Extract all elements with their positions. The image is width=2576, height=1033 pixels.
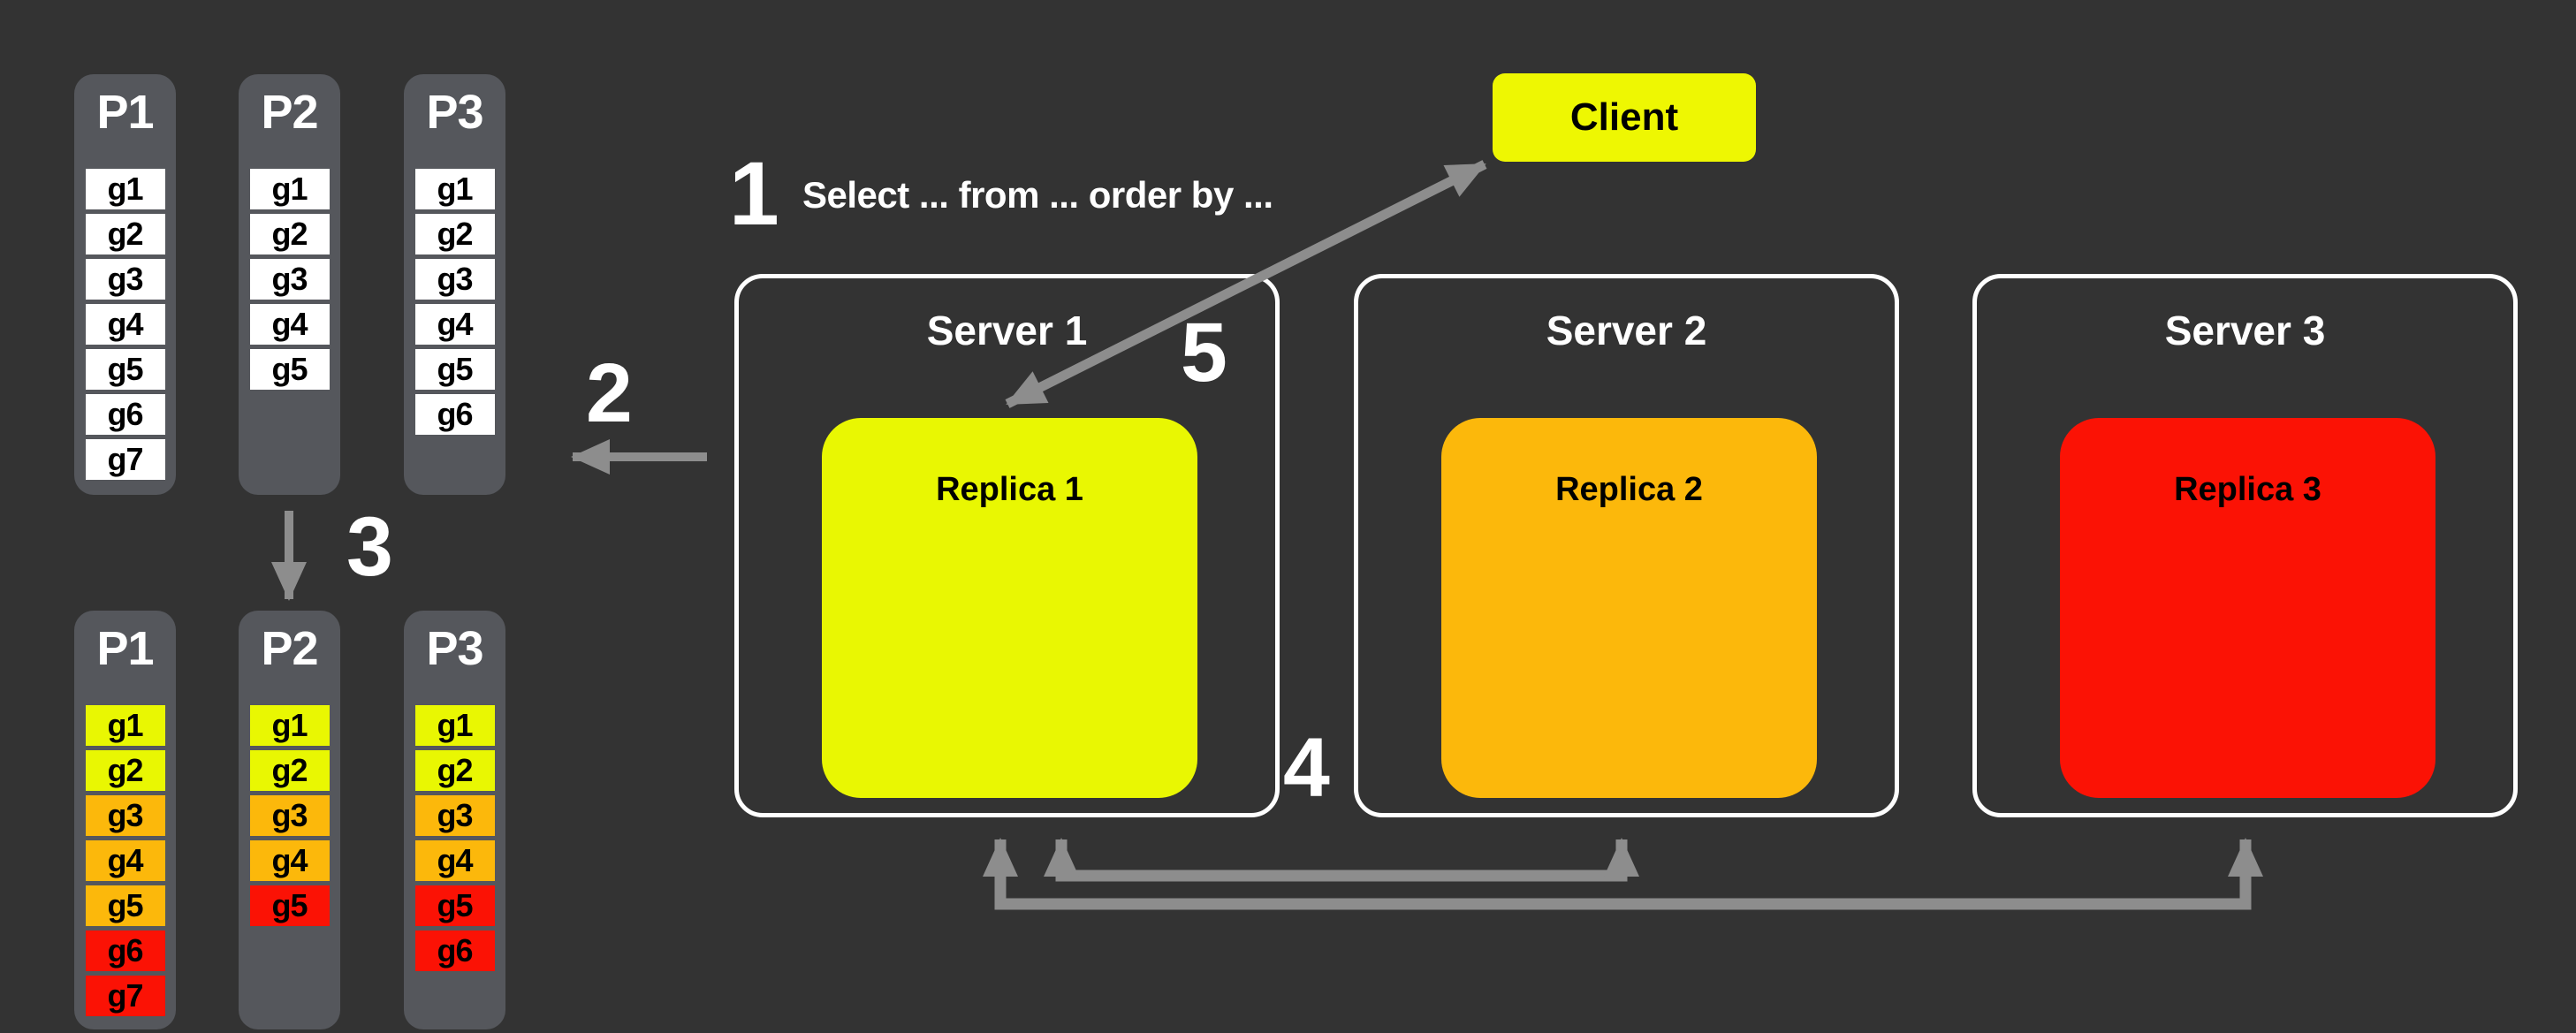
partition-cell: g4 bbox=[414, 840, 495, 881]
partition-cell: g5 bbox=[85, 349, 165, 390]
partition-cell: g3 bbox=[85, 795, 165, 836]
partition-cell: g3 bbox=[249, 795, 330, 836]
server-2-box: Server 2 Replica 2 bbox=[1354, 274, 1899, 817]
client-box: Client bbox=[1493, 73, 1756, 162]
step-5-number: 5 bbox=[1181, 306, 1227, 399]
partition-cell: g2 bbox=[414, 214, 495, 254]
partition-cell: g2 bbox=[85, 750, 165, 791]
partition-title: P1 bbox=[96, 86, 154, 139]
server-3-box: Server 3 Replica 3 bbox=[1972, 274, 2518, 817]
partition-after-p3: P3 g1 g2 g3 g4 g5 g6 bbox=[404, 611, 505, 1029]
partition-cell: g3 bbox=[414, 259, 495, 300]
partition-cells: g1 g2 g3 g4 g5 g6 bbox=[404, 169, 505, 435]
partition-cell: g1 bbox=[249, 705, 330, 746]
replica-1-box: Replica 1 bbox=[822, 418, 1197, 798]
partition-cell: g5 bbox=[85, 885, 165, 926]
partition-cell: g5 bbox=[249, 349, 330, 390]
partition-before-p2: P2 g1 g2 g3 g4 g5 bbox=[239, 74, 340, 495]
partition-cell: g2 bbox=[249, 214, 330, 254]
partition-cell: g2 bbox=[85, 214, 165, 254]
partition-cell: g3 bbox=[249, 259, 330, 300]
partition-cell: g7 bbox=[85, 976, 165, 1016]
partition-title: P1 bbox=[96, 622, 154, 675]
replication-arrow-server1-server3 bbox=[983, 838, 2263, 910]
replica-2-label: Replica 2 bbox=[1555, 471, 1703, 508]
step-1-query-text: Select ... from ... order by ... bbox=[802, 174, 1273, 216]
replica-2-box: Replica 2 bbox=[1441, 418, 1817, 798]
partition-after-p1: P1 g1 g2 g3 g4 g5 g6 g7 bbox=[74, 611, 176, 1029]
partition-cells: g1 g2 g3 g4 g5 g6 bbox=[404, 705, 505, 971]
partition-cell: g1 bbox=[414, 169, 495, 209]
client-label: Client bbox=[1569, 95, 1679, 139]
partition-cell: g1 bbox=[414, 705, 495, 746]
partition-title: P3 bbox=[426, 86, 483, 139]
partition-cell: g3 bbox=[414, 795, 495, 836]
partition-cell: g6 bbox=[414, 930, 495, 971]
server-1-box: Server 1 Replica 1 bbox=[734, 274, 1280, 817]
partition-cells: g1 g2 g3 g4 g5 bbox=[239, 705, 340, 926]
partition-cell: g5 bbox=[414, 885, 495, 926]
replica-1-label: Replica 1 bbox=[936, 471, 1083, 508]
partition-cells: g1 g2 g3 g4 g5 g6 g7 bbox=[74, 169, 176, 480]
step-2-number: 2 bbox=[586, 346, 633, 440]
partition-cell: g2 bbox=[249, 750, 330, 791]
partition-title: P2 bbox=[261, 622, 318, 675]
partition-cell: g6 bbox=[85, 394, 165, 435]
partition-cell: g6 bbox=[85, 930, 165, 971]
partition-cell: g3 bbox=[85, 259, 165, 300]
partition-cell: g1 bbox=[249, 169, 330, 209]
partition-cell: g1 bbox=[85, 169, 165, 209]
partition-after-p2: P2 g1 g2 g3 g4 g5 bbox=[239, 611, 340, 1029]
partition-cells: g1 g2 g3 g4 g5 g6 g7 bbox=[74, 705, 176, 1016]
partition-cell: g4 bbox=[414, 304, 495, 345]
partition-cell: g4 bbox=[249, 304, 330, 345]
server-2-label: Server 2 bbox=[1546, 308, 1707, 353]
partition-cells: g1 g2 g3 g4 g5 bbox=[239, 169, 340, 390]
partition-cell: g4 bbox=[85, 840, 165, 881]
step-4-number: 4 bbox=[1283, 721, 1330, 815]
partition-cell: g6 bbox=[414, 394, 495, 435]
replica-3-box: Replica 3 bbox=[2060, 418, 2435, 798]
server-3-label: Server 3 bbox=[2164, 308, 2326, 353]
partition-title: P2 bbox=[261, 86, 318, 139]
partition-before-p3: P3 g1 g2 g3 g4 g5 g6 bbox=[404, 74, 505, 495]
partition-title: P3 bbox=[426, 622, 483, 675]
partition-cell: g4 bbox=[85, 304, 165, 345]
partition-cell: g2 bbox=[414, 750, 495, 791]
step-3-number: 3 bbox=[346, 500, 393, 594]
partition-cell: g4 bbox=[249, 840, 330, 881]
partition-cell: g1 bbox=[85, 705, 165, 746]
replication-arrow-server1-server2 bbox=[1044, 838, 1639, 882]
partition-cell: g5 bbox=[249, 885, 330, 926]
replica-3-label: Replica 3 bbox=[2174, 471, 2321, 508]
partition-cell: g7 bbox=[85, 439, 165, 480]
partition-cell: g5 bbox=[414, 349, 495, 390]
step-1-number: 1 bbox=[729, 143, 779, 244]
partition-before-p1: P1 g1 g2 g3 g4 g5 g6 g7 bbox=[74, 74, 176, 495]
